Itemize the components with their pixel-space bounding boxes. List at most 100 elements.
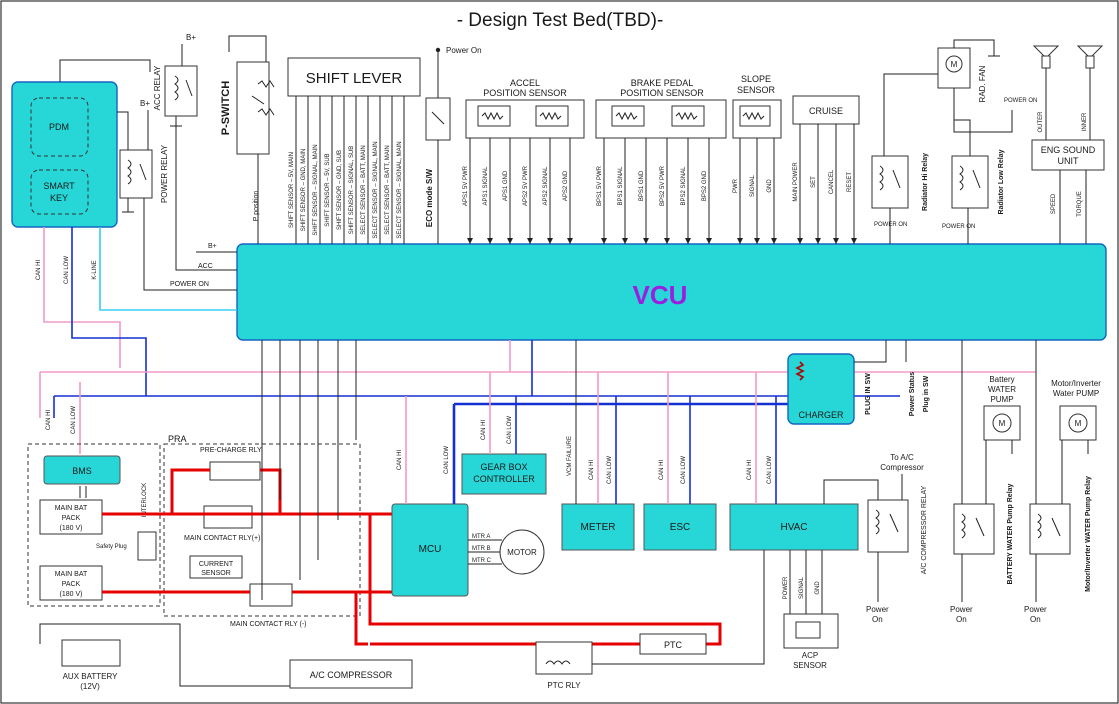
meter-can-low-label: CAN LOW [607, 456, 613, 484]
shift-signal-label-0: SHIFT SENSOR – 5V, MAIN [289, 152, 295, 228]
esc-label: ESC [670, 522, 691, 533]
pdm-block [30, 97, 89, 157]
pra-label: PRA [168, 434, 187, 444]
battery-dashed-area [27, 443, 161, 607]
plug-in-sw-label: PLUG IN SW [865, 373, 872, 415]
vcu-power-on-wire [143, 198, 237, 291]
smart-key-block [30, 169, 89, 215]
main-contact-minus-box [249, 583, 293, 607]
shift-signal-label-8: SELECT SENSOR – BATT, MAIN [385, 145, 391, 234]
hvac-ac-wire [823, 479, 879, 504]
p-switch-top-wire [228, 35, 267, 62]
rad-low-coil-icon [959, 165, 964, 191]
shift-lever-label: SHIFT LEVER [306, 70, 403, 87]
mcu-block [391, 503, 469, 597]
bat-pump-pump: PUMP [990, 395, 1013, 404]
cruise-arrow-2 [833, 238, 839, 244]
torque-label: TORQUE [1077, 191, 1083, 217]
accel-arrow-1 [487, 238, 493, 244]
accel-position-label: POSITION SENSOR [483, 88, 567, 98]
pdm-label: PDM [49, 122, 69, 132]
acp-inner-box [795, 621, 821, 639]
brake-arrow-1 [622, 238, 628, 244]
p-switch-resistor-icon [257, 80, 275, 88]
p-switch-resistor2-icon [257, 108, 275, 116]
rad-low-switch-icon [972, 169, 981, 189]
interlock-label: INTERLOCK [142, 483, 148, 517]
esc-can-hi-label: CAN HI [659, 460, 665, 481]
brake-arrow-3 [664, 238, 670, 244]
accel-signal-label-3: APS2 5V PWR [523, 165, 529, 206]
main-bat-pack-1 [39, 499, 103, 535]
pdm-kline-line [99, 227, 237, 311]
ac-comp-relay-label: A/C COMPRESSOR RELAY [921, 485, 928, 574]
rad-fan-hi-wire [883, 73, 938, 156]
rad-hi-relay-box [871, 155, 909, 209]
safety-plug-box [137, 531, 157, 561]
bat2-label: MAIN BAT [55, 571, 88, 578]
acp-sensor-label: SENSOR [793, 661, 827, 670]
mcu-can-hi-label: CAN HI [397, 450, 403, 471]
brake-signal-label-5: BPS2 GND [702, 170, 708, 201]
inv-pump-box [1059, 405, 1097, 441]
acp-label: ACP [802, 651, 818, 660]
aux-volt-label: (12V) [80, 682, 100, 691]
brake-arrow-0 [601, 238, 607, 244]
brake-arrow-2 [643, 238, 649, 244]
eco-switch-box [425, 97, 451, 141]
pdm-acc-wire [59, 59, 151, 82]
gear-can-low-label: CAN LOW [507, 416, 513, 444]
inv-on-label: On [1030, 615, 1041, 624]
pdm-can-hi-label: CAN HI [36, 260, 42, 281]
ptc-relay-box [535, 641, 593, 675]
slope-sensor-label: SENSOR [737, 85, 776, 95]
outer-label: OUTER [1038, 111, 1044, 133]
accel-arrow-2 [507, 238, 513, 244]
bms-label: BMS [72, 466, 92, 476]
inv-pump-title: Motor/Inverter [1051, 379, 1101, 388]
ac-comp-switch-icon [889, 513, 899, 533]
esc-can-low-label: CAN LOW [681, 456, 687, 484]
rad-fan-m: M [951, 60, 958, 69]
hvac-block [729, 503, 859, 551]
slope-arrow-1 [754, 238, 760, 244]
ptc-rly-hvac-wire [592, 550, 765, 665]
bat-water-relay-box [953, 503, 995, 555]
accel-signal-label-1: APS1 SIGNAL [483, 166, 489, 206]
bms-block [43, 455, 121, 485]
accel-signal-label-4: APS2 SIGNAL [543, 166, 549, 206]
plug-in-wire [854, 340, 887, 363]
power-status-label: Power Status [909, 372, 916, 416]
rad-fan-low-wire [953, 88, 971, 156]
hv-ac-line [354, 592, 368, 646]
slope-arrow-2 [771, 238, 777, 244]
brake-arrow-4 [685, 238, 691, 244]
bat-water-relay-label: BATTERY WATER Pump Relay [1007, 483, 1014, 584]
bat-water-switch-icon [975, 517, 985, 537]
inv-pump-water: Water PUMP [1053, 389, 1099, 398]
p-switch-label: P-SWITCH [220, 81, 232, 135]
charger-label: CHARGER [798, 410, 844, 420]
current-sensor-label: SENSOR [201, 570, 231, 577]
inner-label: INNER [1082, 112, 1088, 131]
key-label: KEY [50, 193, 68, 203]
eco-mode-label: ECO mode S/W [425, 168, 434, 227]
cruise-arrow-0 [797, 238, 803, 244]
pre-charge-relay-box [209, 461, 261, 481]
speaker-outer-body [1041, 55, 1051, 69]
shift-signal-label-7: SELECT SENSOR – SIGNAL, MAIN [373, 141, 379, 238]
accel-arrow-0 [467, 238, 473, 244]
ac-power-label: Power [866, 605, 889, 614]
power-relay-box [119, 149, 153, 199]
inv-power-label: Power [1024, 605, 1047, 614]
accel-signal-label-2: APS1 GND [503, 170, 509, 201]
brake-signal-label-4: BPS2 SIGNAL [681, 166, 687, 206]
eng-sound-box [1031, 139, 1105, 171]
bat-pump-title: Battery [989, 375, 1014, 384]
power-relay-switch-icon [139, 163, 147, 181]
motor-label: MOTOR [507, 548, 537, 557]
rad-hi-power-label: POWER ON [874, 222, 907, 228]
smart-label: SMART [43, 181, 75, 191]
slope-signal-label-0: PWR [733, 178, 739, 193]
bat1-label: MAIN BAT [55, 505, 88, 512]
